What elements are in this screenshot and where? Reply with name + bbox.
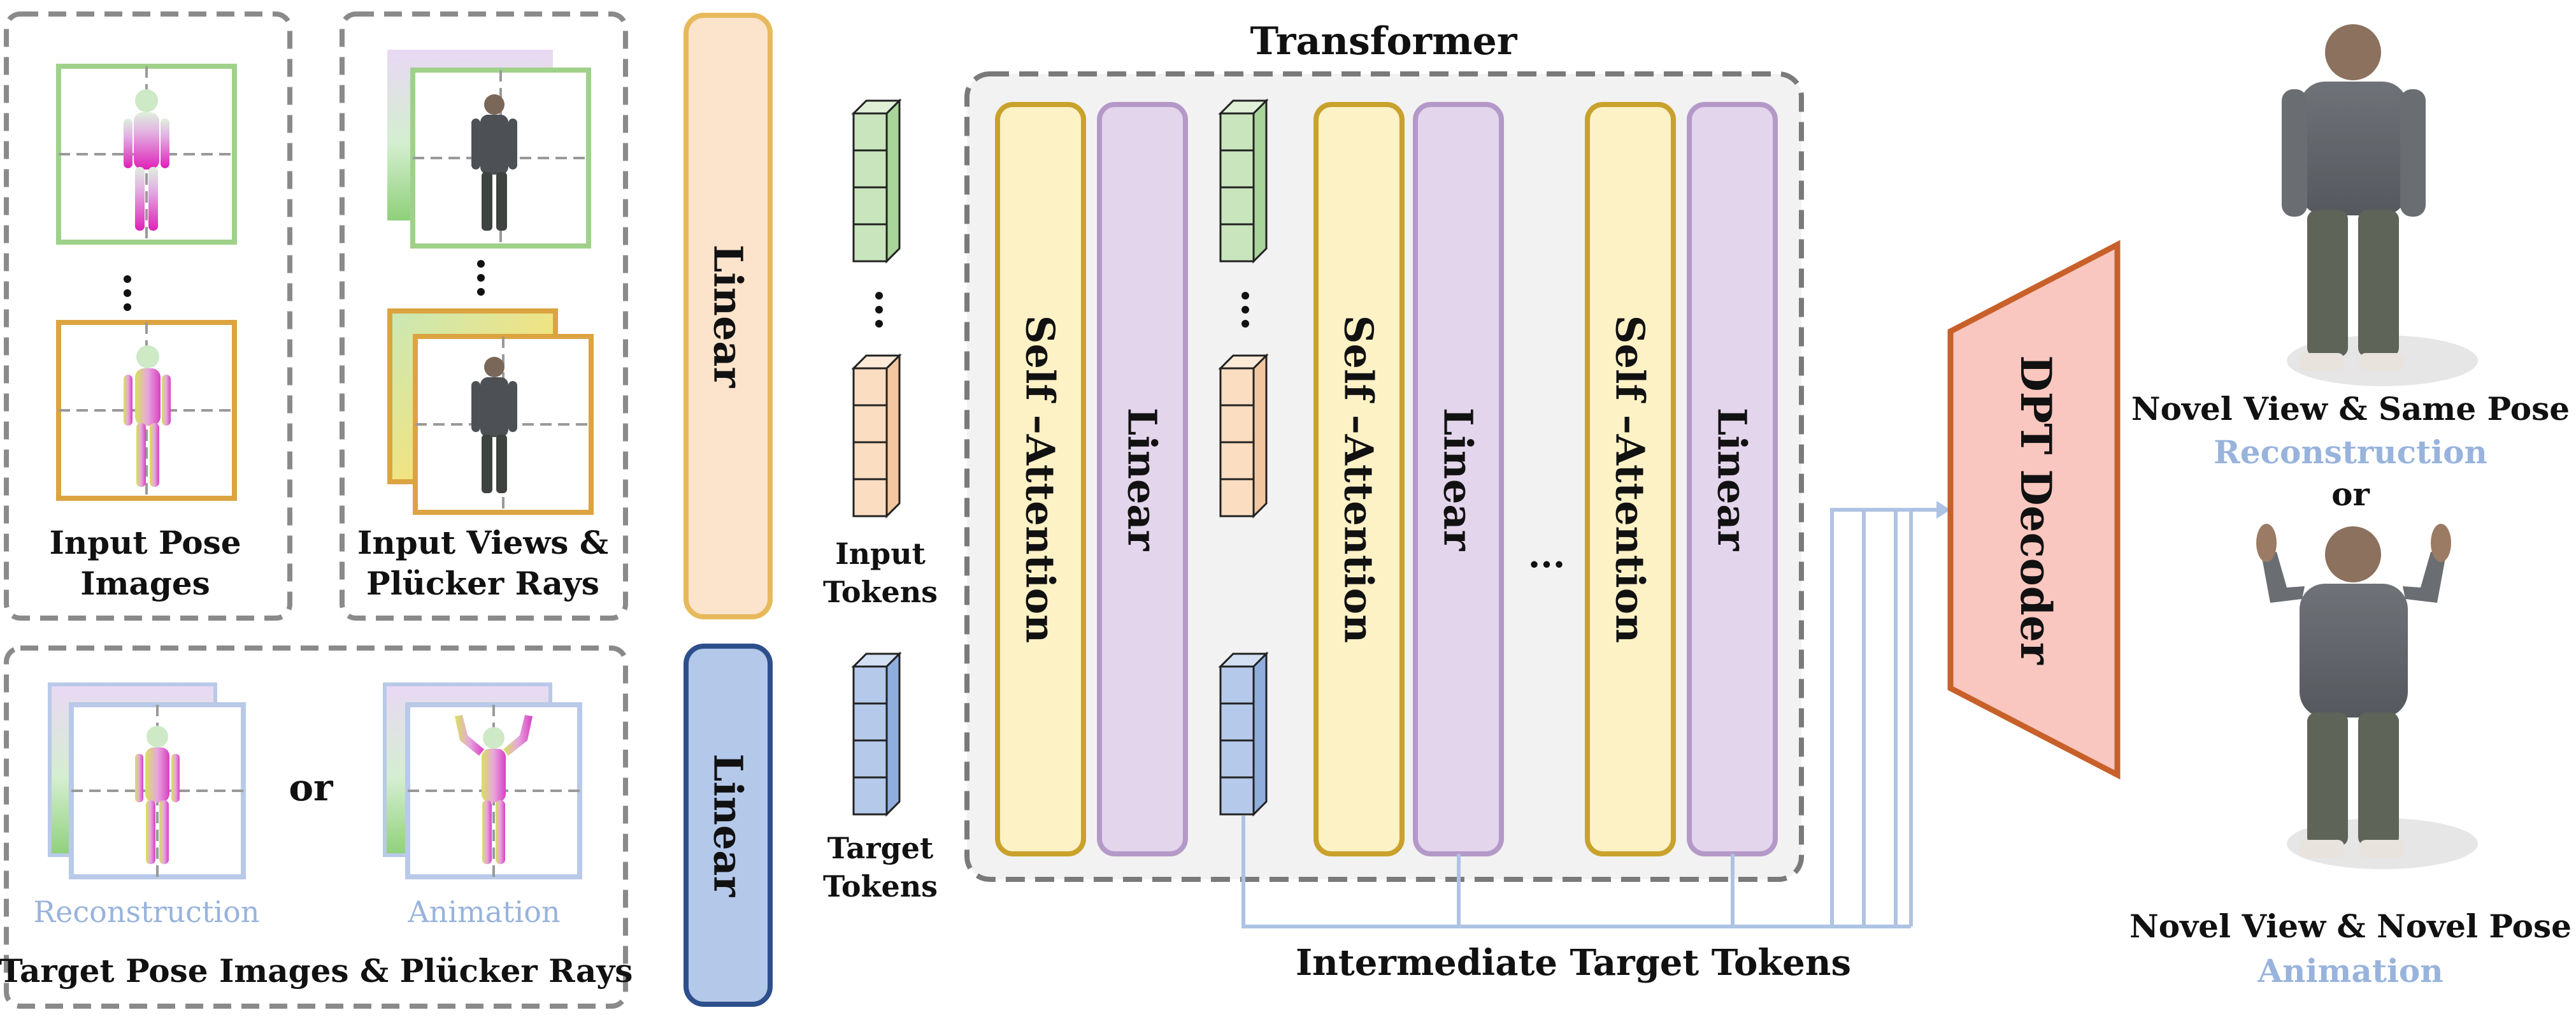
pose-figure-icon [135, 726, 180, 864]
input-views-label-line1: Input Views & [357, 524, 609, 561]
target-pose-label: Target Pose Images & Plücker Rays [0, 952, 633, 990]
reconstruction-label: Reconstruction [2214, 433, 2487, 471]
self-attention-label-3: Self –Attention [1606, 315, 1654, 644]
reconstruction-caption-small: Reconstruction [33, 895, 260, 929]
input-token-stack-green [851, 98, 902, 264]
target-token-stack [851, 651, 902, 817]
pose-image-top [56, 64, 237, 245]
person-render-icon [471, 94, 517, 231]
self-attention-block-3 [1585, 102, 1676, 856]
input-pose-label-line1: Input Pose [49, 524, 241, 561]
or-label-right: or [2331, 475, 2370, 513]
pose-figure-icon [124, 89, 169, 231]
target-image-reconstruction [48, 682, 246, 879]
dpt-decoder-block [1947, 240, 2121, 780]
person-render-icon [471, 357, 517, 493]
input-pose-panel [4, 11, 292, 621]
input-view-bottom [387, 308, 594, 515]
token-stack-inner-orange [1218, 353, 1269, 519]
target-pose-panel [4, 646, 628, 1009]
vertical-dots [1241, 292, 1249, 328]
self-attention-label-2: Self –Attention [1335, 315, 1382, 644]
token-stack-inner-green [1218, 98, 1269, 264]
linear-target-label: Linear [705, 753, 752, 897]
input-view-top [387, 50, 591, 249]
input-tokens-label-line2: Tokens [822, 575, 938, 609]
animation-caption-small: Animation [408, 895, 561, 929]
linear-block-label-2: Linear [1435, 407, 1482, 551]
input-views-label-line2: Plücker Rays [366, 565, 599, 602]
input-pose-label-line2: Images [80, 565, 210, 602]
linear-input-block [683, 13, 773, 619]
input-views-panel [340, 11, 628, 621]
linear-block-1 [1097, 102, 1188, 856]
target-image-animation [383, 682, 582, 879]
pose-figure-icon [124, 345, 171, 487]
output-figure-animation [2256, 524, 2478, 869]
target-tokens-label-line2: Tokens [822, 869, 938, 904]
target-tokens-label-line1: Target [827, 831, 934, 865]
input-token-stack-orange [851, 353, 902, 519]
dpt-decoder-label: DPT Decoder [2011, 355, 2061, 665]
pose-figure-icon [455, 715, 533, 864]
novel-view-same-pose-label: Novel View & Same Pose [2131, 390, 2570, 428]
transformer-title: Transformer [1250, 19, 1517, 64]
intermediate-target-tokens-label: Intermediate Target Tokens [1295, 942, 1852, 984]
output-figure-reconstruction [2282, 24, 2478, 386]
transformer-ellipsis: ... [1528, 534, 1566, 576]
pose-image-bottom [56, 320, 237, 501]
self-attention-label-1: Self –Attention [1017, 315, 1064, 644]
or-label-middle: or [289, 766, 333, 809]
vertical-dots [124, 275, 131, 311]
arrow-head [1936, 501, 1950, 519]
input-tokens-label-line1: Input [835, 537, 926, 571]
token-stack-inner-blue [1218, 651, 1269, 817]
linear-input-label: Linear [705, 244, 752, 388]
self-attention-block-1 [995, 102, 1086, 856]
novel-view-novel-pose-label: Novel View & Novel Pose [2129, 907, 2572, 945]
linear-block-label-3: Linear [1708, 407, 1756, 551]
linear-target-block [683, 644, 773, 1007]
vertical-dots [875, 292, 883, 328]
linear-block-label-1: Linear [1119, 407, 1166, 551]
vertical-dots [477, 260, 485, 296]
self-attention-block-2 [1313, 102, 1405, 856]
animation-label: Animation [2258, 952, 2444, 990]
intermediate-connectors [1241, 508, 1936, 928]
